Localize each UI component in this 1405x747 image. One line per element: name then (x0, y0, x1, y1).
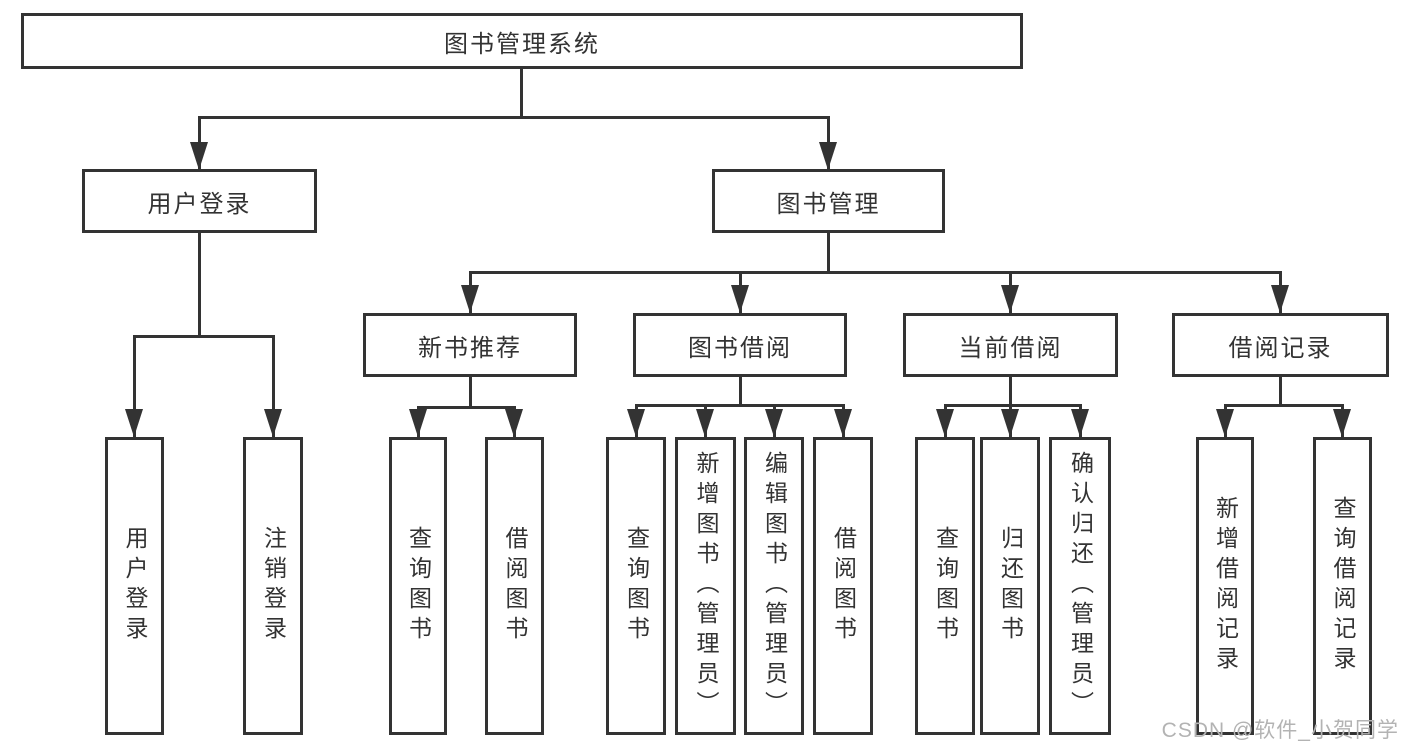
leaf-newbooks-borrow-label: 借阅图书 (502, 526, 528, 646)
leaf-borrow-edit-admin-label: 编辑图书（管理员） (761, 451, 788, 721)
leaf-records-query: 查询借阅记录 (1313, 437, 1372, 735)
arrow-down-icon (264, 409, 282, 437)
leaf-current-return: 归还图书 (980, 437, 1040, 735)
node-book-borrow-label: 图书借阅 (688, 334, 792, 362)
connector-line (827, 233, 830, 273)
connector-line (1009, 377, 1012, 407)
leaf-current-query: 查询图书 (915, 437, 975, 735)
connector-line (198, 116, 830, 119)
leaf-current-confirm-admin: 确认归还（管理员） (1049, 437, 1111, 735)
arrow-down-icon (461, 285, 479, 313)
connector-line (520, 69, 523, 118)
arrow-down-icon (1001, 285, 1019, 313)
leaf-current-return-label: 归还图书 (997, 526, 1024, 646)
leaf-newbooks-borrow: 借阅图书 (485, 437, 544, 735)
leaf-current-query-label: 查询图书 (932, 526, 959, 646)
connector-line (272, 335, 275, 437)
arrow-down-icon (1071, 409, 1089, 437)
leaf-user-login-label: 用户登录 (122, 526, 148, 646)
node-borrow-records: 借阅记录 (1172, 313, 1389, 377)
node-root-label: 图书管理系统 (444, 30, 600, 58)
leaf-records-query-label: 查询借阅记录 (1330, 496, 1356, 676)
connector-line (417, 406, 516, 409)
leaf-newbooks-query-label: 查询图书 (405, 526, 432, 646)
leaf-borrow-edit-admin: 编辑图书（管理员） (744, 437, 804, 735)
leaf-borrow-query: 查询图书 (606, 437, 666, 735)
arrow-down-icon (627, 409, 645, 437)
arrow-down-icon (834, 409, 852, 437)
arrow-down-icon (1001, 409, 1019, 437)
node-borrow-records-label: 借阅记录 (1228, 334, 1333, 362)
leaf-borrow-query-label: 查询图书 (623, 526, 650, 646)
node-book-mgmt: 图书管理 (712, 169, 945, 233)
connector-line (469, 271, 1282, 274)
leaf-borrow-add-admin: 新增图书（管理员） (675, 437, 736, 735)
arrow-down-icon (1216, 409, 1234, 437)
leaf-user-login: 用户登录 (105, 437, 164, 735)
arrow-down-icon (190, 142, 208, 170)
node-new-books: 新书推荐 (363, 313, 577, 377)
connector-line (944, 404, 1082, 407)
leaf-borrow-add-admin-label: 新增图书（管理员） (693, 451, 719, 721)
arrow-down-icon (1333, 409, 1351, 437)
node-book-borrow: 图书借阅 (633, 313, 847, 377)
node-current-borrow: 当前借阅 (903, 313, 1118, 377)
connector-line (635, 404, 845, 407)
arrow-down-icon (765, 409, 783, 437)
node-book-mgmt-label: 图书管理 (776, 190, 881, 218)
arrow-down-icon (731, 285, 749, 313)
leaf-logout-label: 注销登录 (260, 526, 287, 646)
arrow-down-icon (409, 409, 427, 437)
leaf-newbooks-query: 查询图书 (389, 437, 447, 735)
leaf-borrow-borrow: 借阅图书 (813, 437, 873, 735)
leaf-records-add-label: 新增借阅记录 (1212, 496, 1239, 676)
node-user-login: 用户登录 (82, 169, 317, 233)
connector-line (469, 377, 472, 408)
connector-line (739, 377, 742, 407)
arrow-down-icon (819, 142, 837, 170)
node-current-borrow-label: 当前借阅 (958, 334, 1063, 362)
node-new-books-label: 新书推荐 (418, 334, 522, 362)
arrow-down-icon (696, 409, 714, 437)
leaf-current-confirm-admin-label: 确认归还（管理员） (1067, 451, 1094, 721)
arrow-down-icon (125, 409, 143, 437)
node-user-login-label: 用户登录 (147, 190, 252, 218)
connector-line (133, 335, 275, 338)
connector-line (1279, 377, 1282, 407)
leaf-borrow-borrow-label: 借阅图书 (830, 526, 857, 646)
leaf-records-add: 新增借阅记录 (1196, 437, 1254, 735)
arrow-down-icon (1271, 285, 1289, 313)
leaf-logout: 注销登录 (243, 437, 303, 735)
arrow-down-icon (936, 409, 954, 437)
csdn-watermark: CSDN @软件_小贺同学 (1161, 719, 1399, 742)
connector-line (198, 233, 201, 337)
connector-line (1224, 404, 1344, 407)
connector-line (133, 335, 136, 437)
node-root: 图书管理系统 (21, 13, 1023, 69)
arrow-down-icon (505, 409, 523, 437)
